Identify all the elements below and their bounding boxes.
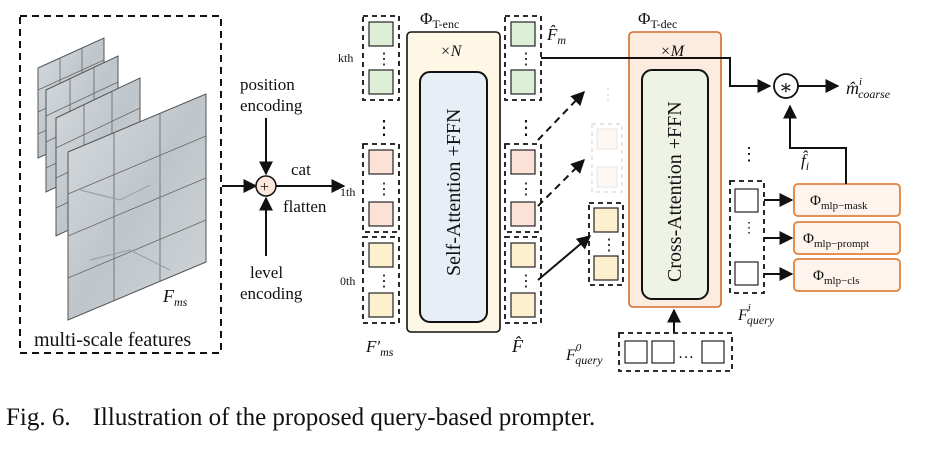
caption-label: Fig. 6.: [6, 404, 71, 431]
mlp-cls-label: Φmlp−cls: [813, 268, 860, 287]
vdots: ⋮: [740, 144, 758, 164]
multi-scale-box: [19, 15, 222, 354]
query-token: [734, 188, 759, 213]
token-yellow: [368, 292, 394, 318]
token-yellow: [510, 292, 536, 318]
vdots: ⋮: [518, 181, 534, 198]
arrow-fi-to-mult: [783, 104, 847, 184]
vdots: ⋮: [374, 117, 394, 139]
F-hat-label: F̂: [511, 336, 524, 356]
vdots: ⋮: [600, 87, 616, 104]
token-green: [368, 21, 394, 47]
phi-dec-label: ΦT-dec: [638, 9, 677, 31]
fi-label: f̂i: [801, 150, 809, 173]
token-yellow: [593, 207, 619, 233]
F-ms-prime-label: F′ms: [365, 337, 394, 359]
F-ms-label: Fms: [162, 286, 188, 309]
faded-token-stack: ⋮: [591, 87, 623, 193]
F-hat-m-label: F̂m: [546, 25, 566, 47]
token-group-0th: [362, 236, 400, 324]
vdots: ⋮: [376, 181, 392, 198]
times-N: ×N: [440, 43, 463, 60]
query-token: [734, 261, 759, 286]
query0-box: [618, 332, 733, 372]
token-yellow: [510, 242, 536, 268]
phi-enc-label: ΦT-enc: [420, 9, 459, 31]
token-green: [510, 21, 536, 47]
token-green: [368, 69, 394, 95]
vdots: ⋮: [376, 51, 392, 68]
token-group-1th: [362, 143, 400, 233]
mlp-cls-box: [793, 258, 901, 292]
token-peach: [510, 201, 536, 227]
vdots: ⋮: [742, 221, 756, 236]
token-group-kth: [504, 15, 542, 101]
cross-attention-label: Cross-Attention +FFN: [664, 101, 686, 282]
multi-scale-label: multi-scale features: [34, 329, 191, 351]
token-group-0th: [504, 236, 542, 324]
token-green: [510, 69, 536, 95]
level-label-2: encoding: [240, 284, 303, 303]
figure-caption: Fig. 6. Illustration of the proposed quer…: [6, 404, 595, 432]
query-token: [701, 340, 725, 364]
feature-map-stack: [37, 37, 207, 321]
mlp-prompt-box: [793, 221, 901, 255]
token-group-1th: [504, 143, 542, 233]
query-token: [651, 340, 675, 364]
times-M: ×M: [660, 43, 686, 60]
cat-label: cat: [291, 160, 311, 179]
token-group-query-input: [588, 202, 624, 286]
self-attention-label: Self-Attention +FFN: [443, 109, 465, 276]
mlp-mask-label: Φmlp−mask: [810, 193, 868, 212]
token-yellow: [368, 242, 394, 268]
mult-symbol: ∗: [779, 77, 793, 99]
dashed-arrow-1th: [537, 159, 585, 207]
first-label: 1th: [340, 185, 355, 199]
query-token: [624, 340, 648, 364]
token-column-fms: ⋮ ⋮ ⋮ ⋮ kth 1th 0th: [338, 15, 400, 324]
token-peach: [368, 149, 394, 175]
vdots: ⋮: [518, 51, 534, 68]
ellipsis: …: [678, 345, 694, 362]
self-attention-block: [419, 71, 488, 323]
vdots: ⋮: [518, 273, 534, 290]
caption-text: Illustration of the proposed query-based…: [92, 404, 596, 431]
arrow-0th: [537, 235, 592, 281]
vdots: ⋮: [376, 273, 392, 290]
token-group-kth: [362, 15, 400, 101]
add-symbol: +: [260, 179, 269, 196]
feature-map-plane: [67, 93, 207, 321]
zeroth-label: 0th: [340, 274, 355, 288]
vdots: ⋮: [601, 237, 617, 254]
position-label-1: position: [240, 75, 295, 94]
vdots: ⋮: [516, 117, 536, 139]
mlp-prompt-label: Φmlp−prompt: [803, 231, 869, 250]
token-peach: [510, 149, 536, 175]
dashed-arrow-kth: [537, 90, 585, 141]
kth-label: kth: [338, 51, 353, 65]
flatten-label: flatten: [283, 197, 327, 216]
diagram-svg: Fms multi-scale features + position enco…: [19, 9, 901, 372]
level-label-1: level: [250, 263, 283, 282]
arrow-fhat-m-to-mult: [541, 57, 772, 93]
position-label-2: encoding: [240, 96, 303, 115]
token-column-fhat: ⋮ ⋮ ⋮ ⋮: [504, 15, 542, 324]
token-yellow: [593, 255, 619, 281]
token-peach: [368, 201, 394, 227]
cross-attention-block: [641, 69, 709, 300]
